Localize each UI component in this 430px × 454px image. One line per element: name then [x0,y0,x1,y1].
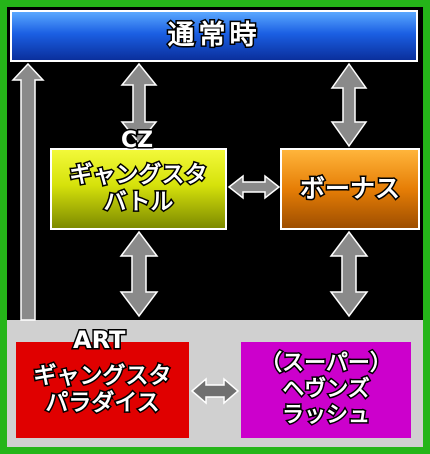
arrow-cz-art [119,230,159,318]
arrow-normal-bonus [330,62,368,148]
cz-tag: CZ [119,127,154,155]
arrow-normal-cz [120,62,158,145]
arrow-bonus-heaven [329,230,369,318]
art-tag: ART [71,325,126,356]
state-heaven-label-line3: ラッシュ [280,401,371,429]
arrow-art-to-normal [11,62,45,321]
state-heaven-label-line1: （スーパー） [259,350,394,378]
state-heaven-label-line2: ヘヴンズ [281,376,372,404]
state-art-label-line2: パラダイス [44,388,161,417]
state-cz: ギャングスタ バトル [50,148,227,230]
state-bonus: ボーナス [280,148,420,230]
arrow-cz-bonus [227,174,281,200]
state-heavens-rush: （スーパー） ヘヴンズ ラッシュ [241,342,411,438]
state-art: ギャングスタ パラダイス [16,342,189,438]
state-bonus-label: ボーナス [298,173,401,205]
state-normal-label: 通常時 [166,19,261,53]
arrow-art-heaven [190,377,240,405]
state-cz-label-line1: ギャングスタ [68,160,209,189]
state-normal: 通常時 [10,10,418,62]
state-cz-label-line2: バトル [102,187,175,216]
state-art-label-line1: ギャングスタ [32,361,173,390]
